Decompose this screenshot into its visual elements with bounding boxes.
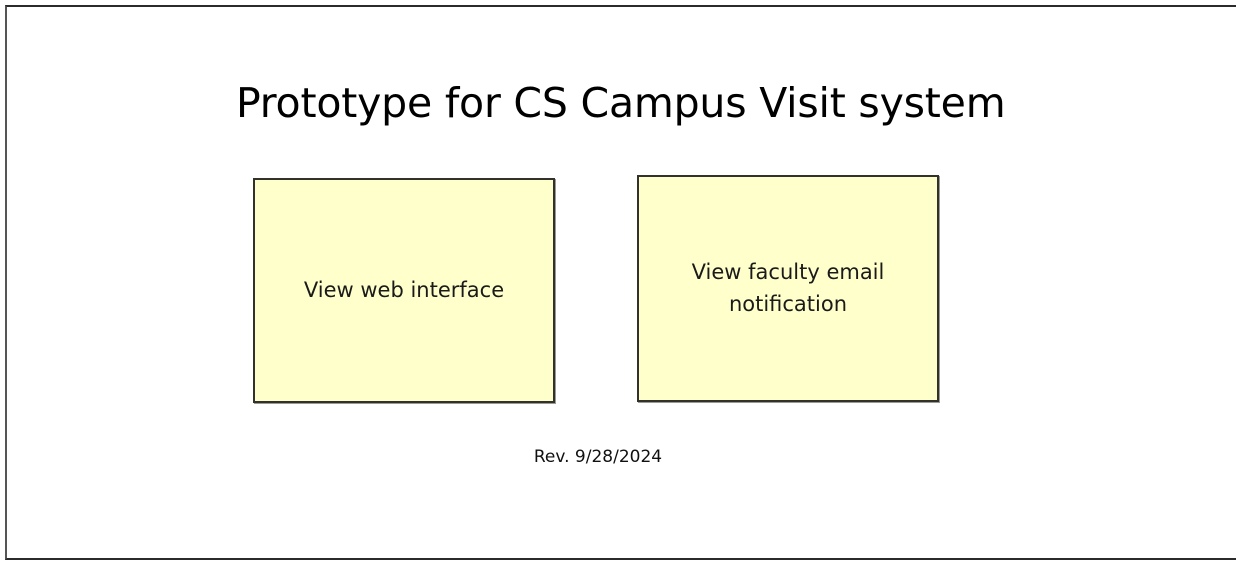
box-view-faculty-email-notification[interactable]: View faculty email notification [637, 175, 939, 402]
slide-title: Prototype for CS Campus Visit system [236, 79, 1006, 127]
revision-note: Rev. 9/28/2024 [533, 447, 663, 467]
box-view-web-interface[interactable]: View web interface [253, 178, 555, 403]
box-view-faculty-email-notification-label: View faculty email notification [691, 260, 885, 316]
box-view-web-interface-label: View web interface [303, 277, 505, 302]
